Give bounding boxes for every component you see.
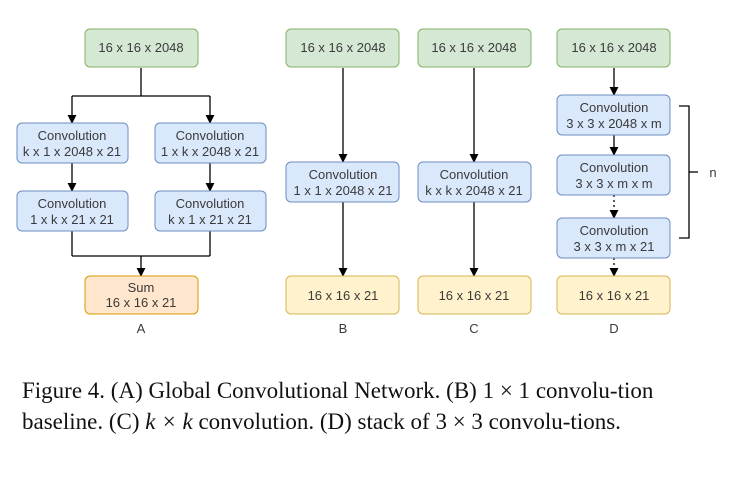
d-conv2-shape: 3 x 3 x m x m bbox=[575, 176, 652, 191]
diagram-canvas: 16 x 16 x 2048 Convolution k x 1 x 2048 … bbox=[16, 28, 717, 336]
d-conv3-shape: 3 x 3 x m x 21 bbox=[574, 239, 655, 254]
repeat-count-label: n bbox=[709, 165, 716, 180]
c-input-text: 16 x 16 x 2048 bbox=[431, 40, 516, 55]
panel-c: 16 x 16 x 2048 Convolution k x k x 2048 … bbox=[417, 28, 532, 336]
a-input-text: 16 x 16 x 2048 bbox=[98, 40, 183, 55]
b-conv-box bbox=[285, 161, 400, 203]
a-sum-box bbox=[84, 275, 199, 315]
a-left-conv2-shape: 1 x k x 21 x 21 bbox=[30, 212, 114, 227]
panel-b: 16 x 16 x 2048 Convolution 1 x 1 x 2048 … bbox=[285, 28, 400, 336]
a-right-conv2-box bbox=[154, 190, 267, 232]
a-right-conv1-title: Convolution bbox=[176, 128, 245, 143]
a-left-conv2-box bbox=[16, 190, 129, 232]
a-left-conv1-title: Convolution bbox=[38, 128, 107, 143]
d-input-box bbox=[556, 28, 671, 68]
repeat-bracket bbox=[679, 105, 690, 239]
d-conv1-shape: 3 x 3 x 2048 x m bbox=[566, 116, 661, 131]
b-conv-title: Convolution bbox=[309, 167, 378, 182]
d-conv3-box bbox=[556, 217, 671, 259]
c-output-text: 16 x 16 x 21 bbox=[439, 288, 510, 303]
c-conv-title: Convolution bbox=[440, 167, 509, 182]
a-sum-title: Sum bbox=[128, 280, 155, 295]
a-sum-shape: 16 x 16 x 21 bbox=[106, 295, 177, 310]
d-conv2-box bbox=[556, 154, 671, 196]
caption-mid1: convolu-tion baseline. (C) bbox=[22, 378, 660, 434]
b-input-box bbox=[285, 28, 400, 68]
c-input-box bbox=[417, 28, 532, 68]
panel-a-label: A bbox=[137, 321, 146, 336]
panel-a: 16 x 16 x 2048 Convolution k x 1 x 2048 … bbox=[16, 28, 267, 336]
a-right-conv1-box bbox=[154, 122, 267, 164]
b-output-box bbox=[285, 275, 400, 315]
a-input-box bbox=[84, 28, 199, 68]
c-conv-shape: k x k x 2048 x 21 bbox=[425, 183, 523, 198]
c-output-box bbox=[417, 275, 532, 315]
panel-d: 16 x 16 x 2048 Convolution 3 x 3 x 2048 … bbox=[556, 28, 717, 336]
panel-c-label: C bbox=[469, 321, 478, 336]
panel-d-label: D bbox=[609, 321, 618, 336]
c-conv-box bbox=[417, 161, 532, 203]
d-input-text: 16 x 16 x 2048 bbox=[571, 40, 656, 55]
d-output-text: 16 x 16 x 21 bbox=[579, 288, 650, 303]
b-conv-shape: 1 x 1 x 2048 x 21 bbox=[293, 183, 392, 198]
d-output-box bbox=[556, 275, 671, 315]
caption-kxk: k × k bbox=[145, 409, 193, 434]
d-conv2-title: Convolution bbox=[580, 160, 649, 175]
d-conv3-title: Convolution bbox=[580, 223, 649, 238]
d-conv1-box bbox=[556, 94, 671, 136]
caption-suffix: convolu-tions. bbox=[482, 409, 621, 434]
figure-caption: Figure 4. (A) Global Convolutional Netwo… bbox=[22, 375, 734, 437]
b-output-text: 16 x 16 x 21 bbox=[308, 288, 379, 303]
caption-3x3: 3 × 3 bbox=[435, 409, 483, 434]
caption-prefix: Figure 4. (A) Global Convolutional Netwo… bbox=[22, 378, 483, 403]
panel-b-label: B bbox=[339, 321, 348, 336]
a-right-conv2-shape: k x 1 x 21 x 21 bbox=[168, 212, 252, 227]
a-left-conv1-box bbox=[16, 122, 129, 164]
a-right-conv1-shape: 1 x k x 2048 x 21 bbox=[161, 144, 259, 159]
a-left-conv1-shape: k x 1 x 2048 x 21 bbox=[23, 144, 121, 159]
caption-1x1: 1 × 1 bbox=[482, 378, 531, 403]
d-conv1-title: Convolution bbox=[580, 100, 649, 115]
a-right-conv2-title: Convolution bbox=[176, 196, 245, 211]
b-input-text: 16 x 16 x 2048 bbox=[300, 40, 385, 55]
caption-mid2: convolution. (D) stack of bbox=[192, 409, 436, 434]
a-left-conv2-title: Convolution bbox=[38, 196, 107, 211]
connectors bbox=[67, 68, 698, 277]
